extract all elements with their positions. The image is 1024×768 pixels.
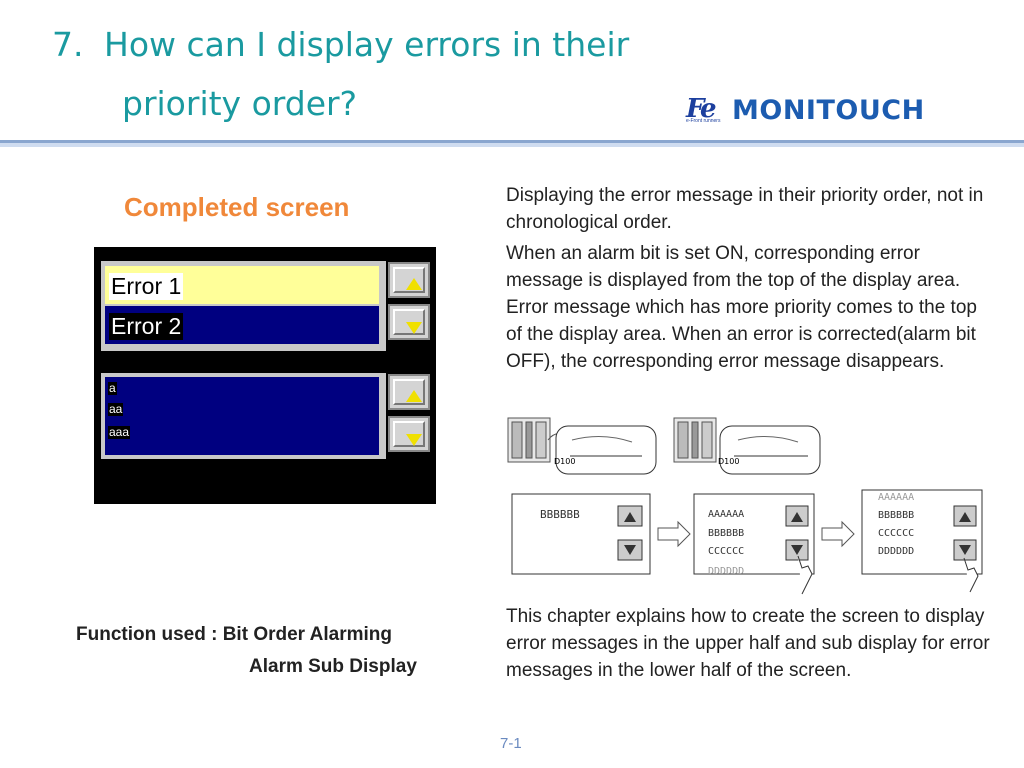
plc-device-icon xyxy=(673,417,717,463)
description-paragraph-1: Displaying the error message in their pr… xyxy=(506,185,984,233)
error-scroll-up-button[interactable] xyxy=(388,262,430,298)
page-number: 7-1 xyxy=(500,735,522,752)
error-scroll-down-button[interactable] xyxy=(388,304,430,340)
error-row-1[interactable]: Error 1 xyxy=(105,266,379,304)
sub-line-1: a xyxy=(108,381,117,395)
memory-bubble xyxy=(719,425,821,475)
hand-pointer-icon xyxy=(963,557,979,593)
description-paragraph-3: This chapter explains how to create the … xyxy=(506,606,990,681)
down-arrow-icon xyxy=(406,322,422,334)
screen2-line-4: DDDDDD xyxy=(708,566,744,577)
d100-label: D100 xyxy=(554,457,575,466)
page-title: 7. How can I display errors in their xyxy=(52,28,629,61)
sub-scroll-down-button[interactable] xyxy=(388,416,430,452)
completed-screen-panel: Error 1 Error 2 a aa aaa xyxy=(94,247,436,504)
screen3-line-3: CCCCCC xyxy=(878,528,914,539)
screen2-line-2: BBBBBB xyxy=(708,528,744,539)
screen1-line: BBBBBB xyxy=(540,508,580,521)
up-arrow-icon xyxy=(406,390,422,402)
arrow-right-icon xyxy=(657,520,691,548)
title-line-1: How can I display errors in their xyxy=(104,25,630,64)
error-display-area: Error 1 Error 2 xyxy=(101,261,386,351)
memory-bubble xyxy=(555,425,657,475)
screen2-line-1: AAAAAA xyxy=(708,509,744,520)
sub-scroll-up-button[interactable] xyxy=(388,374,430,410)
fe-logo-subtext: e-Front runners xyxy=(686,118,721,124)
section-number: 7. xyxy=(52,25,84,64)
error-row-1-text: Error 1 xyxy=(109,273,184,300)
screen3-line-2: BBBBBB xyxy=(878,510,914,521)
plc-device-icon xyxy=(507,417,551,463)
priority-order-diagram: D100 D100 BBBBBB AAAAAA BBBBBB CCCCCC DD… xyxy=(507,417,983,595)
sub-line-3: aaa xyxy=(108,425,131,439)
title-divider xyxy=(0,140,1024,147)
up-arrow-icon xyxy=(406,278,422,290)
error-row-2-text: Error 2 xyxy=(109,313,184,340)
down-arrow-icon xyxy=(406,434,422,446)
completed-screen-label: Completed screen xyxy=(124,192,350,222)
arrow-right-icon xyxy=(821,520,855,548)
monitouch-logo: Fe e-Front runners MONITOUCH xyxy=(686,94,1006,128)
function-used-label-2: Alarm Sub Display xyxy=(249,656,417,677)
screen3-line-1: AAAAAA xyxy=(878,492,914,503)
description-paragraph-2: When an alarm bit is set ON, correspondi… xyxy=(506,243,977,372)
fe-logo-mark: Fe xyxy=(686,94,717,124)
logo-text: MONITOUCH xyxy=(732,95,925,126)
title-line-2: priority order? xyxy=(122,84,358,123)
d100-label-2: D100 xyxy=(718,457,739,466)
function-used-label: Function used : Bit Order Alarming xyxy=(76,624,392,645)
hand-pointer-icon xyxy=(797,555,813,595)
screen3-line-4: DDDDDD xyxy=(878,546,914,557)
sub-line-2: aa xyxy=(108,402,124,416)
alarm-sub-display: a aa aaa xyxy=(101,373,386,459)
error-row-2[interactable]: Error 2 xyxy=(105,306,379,344)
screen2-line-3: CCCCCC xyxy=(708,546,744,557)
